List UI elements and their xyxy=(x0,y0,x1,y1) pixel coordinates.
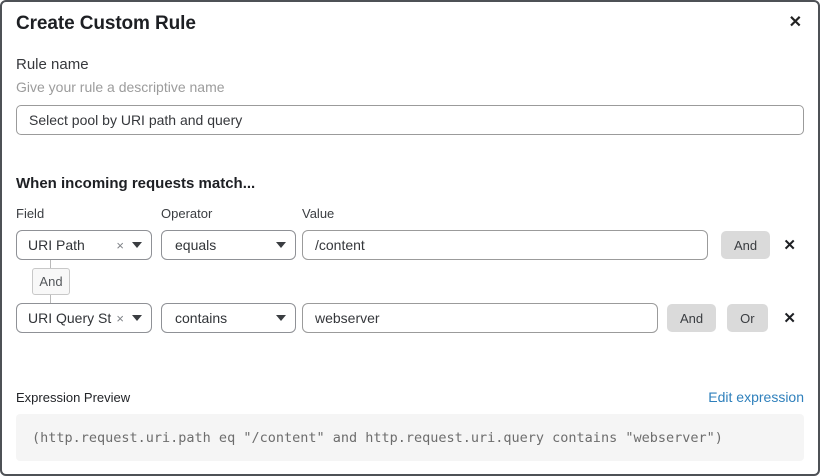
operator-select-1[interactable]: equals xyxy=(161,230,296,260)
expression-code-block: (http.request.uri.path eq "/content" and… xyxy=(16,414,804,461)
chevron-down-icon xyxy=(276,315,286,321)
value-column-label: Value xyxy=(302,206,335,221)
chevron-down-icon xyxy=(132,242,142,248)
add-or-condition-button-2[interactable]: Or xyxy=(727,304,768,332)
connector-line-bottom xyxy=(50,295,51,303)
connector-line-top xyxy=(50,260,51,268)
chevron-down-icon xyxy=(276,242,286,248)
field-column-label: Field xyxy=(16,206,45,221)
remove-condition-icon[interactable]: ✕ xyxy=(783,236,796,254)
field-select-1-value: URI Path xyxy=(28,237,85,253)
condition-column-labels: Field Operator Value xyxy=(16,206,804,221)
dialog-title: Create Custom Rule xyxy=(16,13,196,34)
rule-name-input[interactable] xyxy=(16,105,804,135)
operator-select-2-value: contains xyxy=(175,310,228,326)
operator-column-label: Operator xyxy=(161,206,213,221)
add-and-condition-button-2[interactable]: And xyxy=(667,304,717,332)
condition-row-1: URI Path × equals And ✕ xyxy=(16,230,804,260)
matcher-heading: When incoming requests match... xyxy=(16,175,256,192)
value-input-2[interactable] xyxy=(302,303,658,333)
remove-condition-icon[interactable]: ✕ xyxy=(783,309,796,327)
add-and-condition-button-1[interactable]: And xyxy=(721,231,771,259)
chevron-down-icon xyxy=(132,315,142,321)
expression-preview-header: Expression Preview Edit expression xyxy=(16,389,804,405)
rule-name-hint: Give your rule a descriptive name xyxy=(16,79,225,95)
operator-select-2[interactable]: contains xyxy=(161,303,296,333)
expression-preview-label: Expression Preview xyxy=(16,389,131,405)
condition-row-2: URI Query St... × contains And Or ✕ xyxy=(16,303,804,333)
expression-code: (http.request.uri.path eq "/content" and… xyxy=(32,429,723,446)
field-select-2[interactable]: URI Query St... × xyxy=(16,303,152,333)
field-select-2-value: URI Query St... xyxy=(28,310,112,326)
close-icon[interactable]: ✕ xyxy=(788,14,802,31)
value-input-1[interactable] xyxy=(302,230,708,260)
clear-field-icon[interactable]: × xyxy=(116,237,124,253)
field-select-1[interactable]: URI Path × xyxy=(16,230,152,260)
connector-and-badge[interactable]: And xyxy=(32,268,70,295)
edit-expression-link[interactable]: Edit expression xyxy=(708,389,804,405)
operator-select-1-value: equals xyxy=(175,237,217,253)
dialog-header: Create Custom Rule ✕ xyxy=(16,12,804,36)
condition-connector: And xyxy=(32,260,70,303)
clear-field-icon[interactable]: × xyxy=(116,310,124,326)
rule-name-label: Rule name xyxy=(16,56,89,73)
